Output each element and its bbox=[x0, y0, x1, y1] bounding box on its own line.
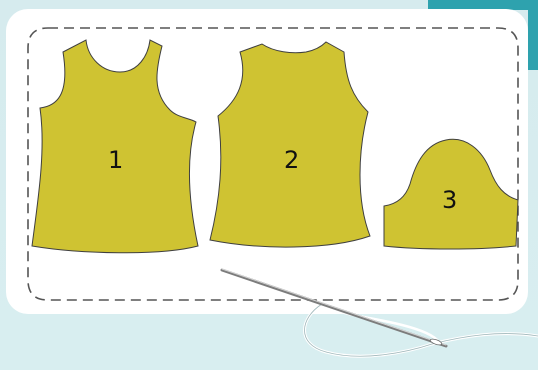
piece-label-2: 2 bbox=[284, 148, 299, 172]
needle-icon bbox=[222, 269, 446, 346]
pattern-piece-2 bbox=[210, 42, 370, 247]
piece-label-3: 3 bbox=[442, 188, 457, 212]
piece-label-1: 1 bbox=[108, 148, 123, 172]
